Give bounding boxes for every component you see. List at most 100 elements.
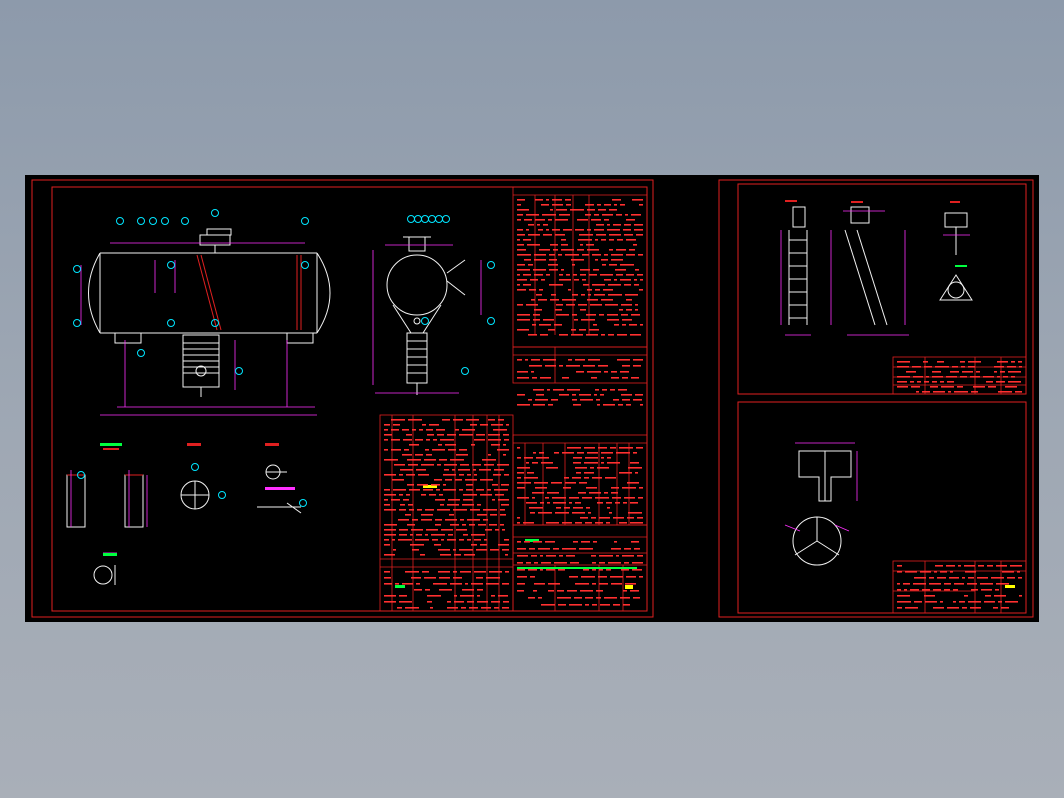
table-text-mark xyxy=(559,279,571,281)
table-text-mark xyxy=(501,484,509,486)
table-text-mark xyxy=(625,583,636,585)
table-text-mark xyxy=(611,492,618,494)
table-text-mark xyxy=(905,571,917,573)
table-text-mark xyxy=(541,279,545,281)
table-text-mark xyxy=(440,504,444,506)
table-text-mark xyxy=(620,264,634,266)
table-text-mark xyxy=(917,381,921,383)
table-text-mark xyxy=(1002,571,1014,573)
table-text-mark xyxy=(627,517,634,519)
table-text-mark xyxy=(517,487,525,489)
drawing-canvas[interactable] xyxy=(25,175,1039,622)
table-text-mark xyxy=(626,576,636,578)
table-text-mark xyxy=(897,601,911,603)
table-text-mark xyxy=(592,254,601,256)
table-text-mark xyxy=(384,434,392,436)
table-text-mark xyxy=(422,571,429,573)
table-text-mark xyxy=(592,477,602,479)
table-text-mark xyxy=(546,467,558,469)
table-text-mark xyxy=(447,539,456,541)
table-text-mark xyxy=(563,487,571,489)
table-text-mark xyxy=(569,576,578,578)
table-text-mark xyxy=(620,597,630,599)
table-text-mark xyxy=(405,514,411,516)
table-text-mark xyxy=(588,294,591,296)
table-text-mark xyxy=(497,449,509,451)
table-text-mark xyxy=(549,259,557,261)
table-text-mark xyxy=(528,569,537,571)
table-text-mark xyxy=(517,219,521,221)
table-text-mark xyxy=(601,334,605,336)
table-text-mark xyxy=(533,269,546,271)
table-text-mark xyxy=(533,404,545,406)
table-text-mark xyxy=(897,571,902,573)
table-text-mark xyxy=(575,229,584,231)
table-text-mark xyxy=(426,429,433,431)
table-text-mark xyxy=(621,394,632,396)
table-text-mark xyxy=(517,562,523,564)
table-text-mark xyxy=(461,607,466,609)
table-text-mark xyxy=(543,234,552,236)
table-text-mark xyxy=(523,239,531,241)
table-text-mark xyxy=(536,394,544,396)
table-text-mark xyxy=(611,254,623,256)
table-text-mark xyxy=(579,394,591,396)
table-text-mark xyxy=(517,477,521,479)
table-text-mark xyxy=(543,224,548,226)
table-text-mark xyxy=(517,209,529,211)
table-text-mark xyxy=(1007,577,1015,579)
table-text-mark xyxy=(414,589,422,591)
table-text-mark xyxy=(517,377,529,379)
table-text-mark xyxy=(534,482,548,484)
table-text-mark xyxy=(467,519,480,521)
table-text-mark xyxy=(586,334,598,336)
table-text-mark xyxy=(491,444,500,446)
table-text-mark xyxy=(994,595,1006,597)
table-text-mark xyxy=(391,419,405,421)
table-text-mark xyxy=(476,549,487,551)
table-text-mark xyxy=(639,576,643,578)
table-text-mark xyxy=(477,589,483,591)
table-text-mark xyxy=(450,524,459,526)
table-text-mark xyxy=(933,391,945,393)
table-text-mark xyxy=(523,284,531,286)
table-text-mark xyxy=(592,569,596,571)
table-text-mark xyxy=(462,589,474,591)
table-text-mark xyxy=(459,489,463,491)
table-text-mark xyxy=(391,429,399,431)
table-text-mark xyxy=(638,497,643,499)
ladder-dimensions xyxy=(780,210,970,336)
table-text-mark xyxy=(549,269,558,271)
table-text-mark xyxy=(384,424,390,426)
table-text-mark xyxy=(960,361,965,363)
table-text-mark xyxy=(637,517,643,519)
table-text-mark xyxy=(962,607,967,609)
table-text-mark xyxy=(624,548,631,550)
table-text-mark xyxy=(601,457,604,459)
table-text-mark xyxy=(531,371,534,373)
table-text-mark xyxy=(586,487,597,489)
table-text-mark xyxy=(562,548,576,550)
support-dimensions xyxy=(784,442,858,532)
table-text-mark xyxy=(916,391,919,393)
table-text-mark xyxy=(463,494,477,496)
table-text-mark xyxy=(912,366,921,368)
table-text-mark xyxy=(415,439,423,441)
table-text-mark xyxy=(633,365,641,367)
table-text-mark xyxy=(940,571,947,573)
table-text-mark xyxy=(562,299,576,301)
table-text-mark xyxy=(585,604,589,606)
table-text-mark xyxy=(616,214,622,216)
table-text-mark xyxy=(580,517,588,519)
table-text-mark xyxy=(447,434,456,436)
table-text-mark xyxy=(631,314,640,316)
table-text-mark xyxy=(410,534,413,536)
table-text-mark xyxy=(594,229,604,231)
table-text-mark xyxy=(439,494,443,496)
table-text-mark xyxy=(1007,366,1016,368)
table-text-mark xyxy=(505,571,509,573)
table-text-mark xyxy=(568,359,572,361)
table-text-mark xyxy=(984,601,995,603)
table-text-mark xyxy=(637,274,643,276)
